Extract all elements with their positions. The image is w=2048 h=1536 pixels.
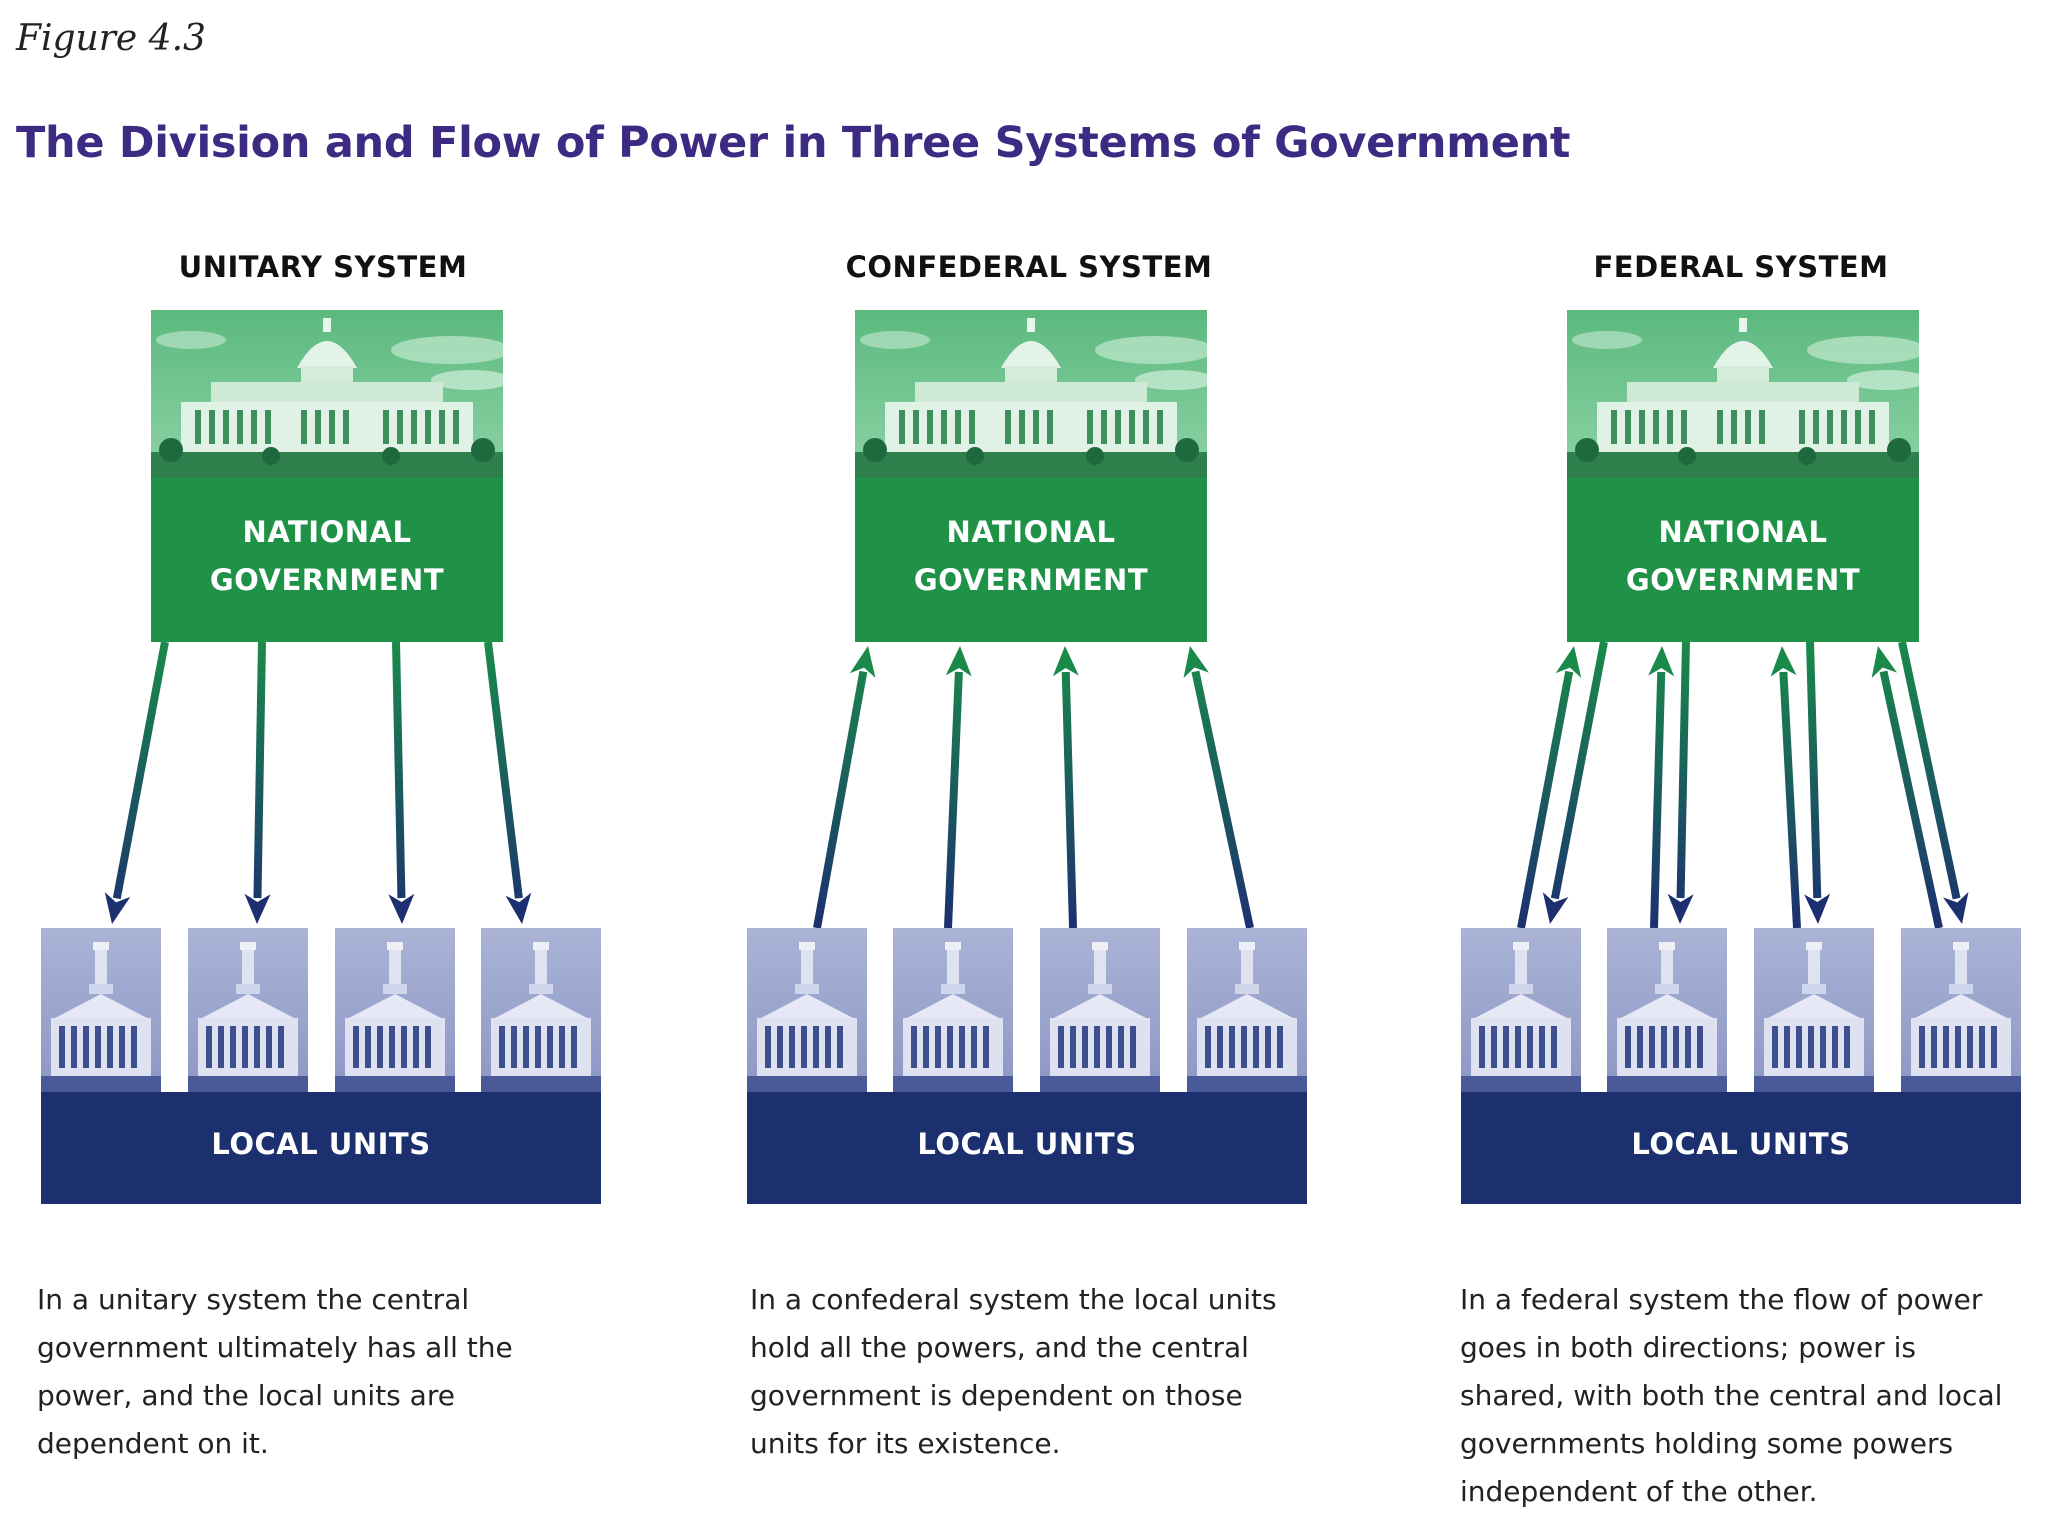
arrowhead-icon — [849, 646, 876, 678]
arrowhead-icon — [1871, 646, 1898, 679]
arrow-shaft — [1676, 641, 1690, 899]
local-units-box-confederal: LOCAL UNITS — [747, 1092, 1307, 1204]
system-title-confederal: CONFEDERAL SYSTEM — [845, 250, 1213, 284]
description-confederal: In a confederal system the local units h… — [750, 1283, 1277, 1460]
state-capitol-icon — [481, 928, 601, 1092]
national-label-line2: GOVERNMENT — [1625, 563, 1861, 597]
figure-label: Figure 4.3 — [16, 18, 206, 59]
state-capitol-icon — [1754, 928, 1874, 1092]
diagram-title: The Division and Flow of Power in Three … — [16, 118, 1571, 168]
description-unitary: In a unitary system the central governme… — [37, 1283, 513, 1460]
national-label-line1: NATIONAL — [1658, 515, 1828, 549]
state-capitol-icon — [747, 928, 867, 1092]
local-units-label: LOCAL UNITS — [211, 1127, 431, 1161]
arrow-shaft — [1191, 670, 1254, 929]
arrow-shaft — [1517, 670, 1574, 929]
local-units-box-federal: LOCAL UNITS — [1461, 1092, 2021, 1204]
state-capitol-icon — [188, 928, 308, 1092]
arrow-shaft — [1779, 671, 1801, 929]
national-label-line2: GOVERNMENT — [913, 563, 1149, 597]
local-units-label: LOCAL UNITS — [917, 1127, 1137, 1161]
state-capitol-icon — [893, 928, 1013, 1092]
national-label-line2: GOVERNMENT — [209, 563, 445, 597]
state-capitol-icon — [1901, 928, 2021, 1092]
arrow-shaft — [253, 641, 266, 899]
arrow-shaft — [1061, 671, 1077, 929]
national-government-box-federal: NATIONAL GOVERNMENT — [1567, 310, 1919, 642]
arrow-shaft — [1898, 641, 1961, 900]
arrow-shaft — [484, 641, 523, 899]
arrowhead-icon — [1542, 892, 1569, 924]
capitol-building-icon — [1567, 310, 1919, 478]
state-capitol-icon — [1607, 928, 1727, 1092]
arrowhead-icon — [1943, 891, 1969, 924]
arrowhead-icon — [945, 646, 972, 677]
arrowhead-icon — [1183, 646, 1209, 679]
arrow-shaft — [944, 671, 963, 929]
state-capitol-icon — [335, 928, 455, 1092]
arrow-shaft — [112, 641, 169, 900]
arrowhead-icon — [1052, 646, 1079, 677]
system-title-unitary: UNITARY SYSTEM — [178, 250, 468, 284]
arrowhead-icon — [1667, 893, 1694, 924]
arrowhead-icon — [505, 892, 532, 924]
system-title-federal: FEDERAL SYSTEM — [1593, 250, 1889, 284]
state-capitol-icon — [1461, 928, 1581, 1092]
local-units-label: LOCAL UNITS — [1631, 1127, 1851, 1161]
state-capitol-icon — [41, 928, 161, 1092]
national-government-box-unitary: NATIONAL GOVERNMENT — [151, 310, 503, 642]
arrow-shaft — [813, 670, 868, 929]
national-government-label: NATIONAL GOVERNMENT — [151, 508, 503, 604]
arrow-shaft — [1650, 671, 1666, 929]
capitol-building-icon — [151, 310, 503, 478]
local-units-box-unitary: LOCAL UNITS — [41, 1092, 601, 1204]
arrowhead-icon — [104, 892, 131, 924]
state-capitol-icon — [1040, 928, 1160, 1092]
arrowhead-icon — [1648, 646, 1675, 677]
arrowhead-icon — [1770, 646, 1797, 677]
arrowhead-icon — [388, 893, 415, 924]
national-label-line1: NATIONAL — [946, 515, 1116, 549]
description-federal: In a federal system the flow of power go… — [1460, 1283, 2003, 1508]
national-government-box-confederal: NATIONAL GOVERNMENT — [855, 310, 1207, 642]
arrowhead-icon — [1804, 893, 1831, 924]
arrow-shaft — [1806, 641, 1822, 899]
arrowhead-icon — [244, 893, 271, 924]
arrowhead-icon — [1555, 646, 1582, 678]
national-government-label: NATIONAL GOVERNMENT — [855, 508, 1207, 604]
state-capitol-icon — [1187, 928, 1307, 1092]
arrow-shaft — [392, 641, 406, 899]
national-government-label: NATIONAL GOVERNMENT — [1567, 508, 1919, 604]
arrow-shaft — [1550, 641, 1608, 900]
arrow-shaft — [1879, 670, 1943, 929]
national-label-line1: NATIONAL — [242, 515, 412, 549]
capitol-building-icon — [855, 310, 1207, 478]
